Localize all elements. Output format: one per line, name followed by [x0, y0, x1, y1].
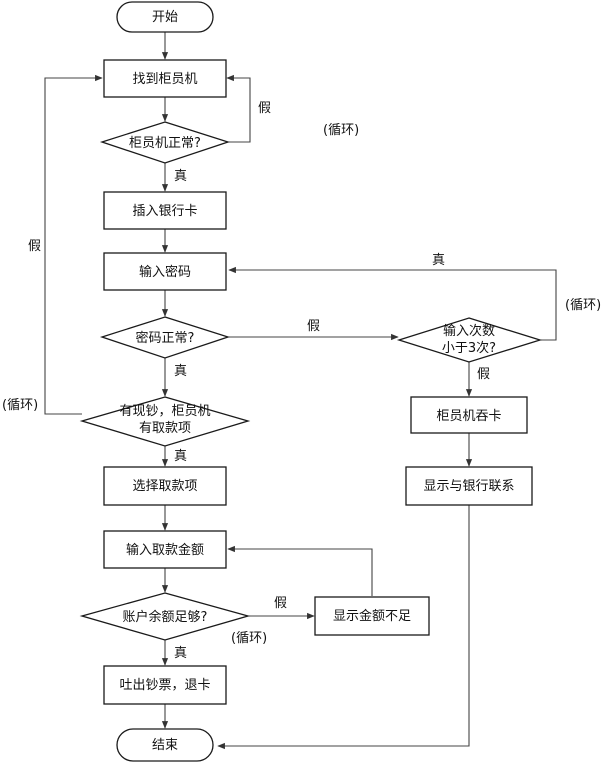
atm-ok-false-label: 假	[258, 101, 271, 116]
balance-true-label: 真	[174, 646, 187, 661]
show-contact-bank-label: 显示与银行联系	[423, 479, 514, 494]
show-contact-bank-box	[405, 466, 533, 506]
show-insufficient-label: 显示金额不足	[333, 608, 411, 624]
insert-card-box	[103, 191, 227, 230]
end-label: 结束	[152, 738, 178, 753]
enter-amount-box	[103, 530, 227, 569]
cash-label-line2: 有取款项	[139, 421, 191, 436]
balance-ok-decision	[79, 592, 251, 641]
tries-decision	[396, 317, 543, 363]
balance-ok-label: 账户余额足够?	[123, 609, 208, 625]
enter-password-label: 输入密码	[139, 264, 191, 280]
loop-label-bottom: (循环)	[231, 631, 267, 646]
edge-atmok-false-loop	[226, 74, 251, 143]
choose-withdraw-label: 选择取款项	[132, 479, 197, 494]
tries-label-line2: 小于3次?	[442, 340, 496, 356]
enter-password-box	[103, 252, 227, 291]
start-label: 开始	[152, 10, 178, 25]
atm-keeps-card-label: 柜员机吞卡	[436, 409, 501, 424]
cash-false-label: 假	[28, 239, 41, 254]
tries-false-label: 假	[477, 367, 490, 382]
enter-amount-label: 输入取款金额	[126, 542, 204, 558]
atm-ok-decision	[99, 121, 231, 164]
tries-label-line1: 输入次数	[443, 323, 495, 339]
dispense-box	[103, 665, 227, 705]
cash-label-line1: 有现钞，柜员机	[119, 404, 210, 419]
atm-keeps-card-box	[410, 396, 528, 434]
tries-true-label: 真	[432, 253, 445, 268]
atm-ok-true-label: 真	[174, 169, 187, 184]
end-terminal	[116, 728, 214, 762]
edge-contact-end	[217, 505, 470, 750]
find-atm-label: 找到柜员机	[132, 72, 197, 87]
atm-ok-label: 柜员机正常?	[129, 136, 201, 151]
start-terminal	[116, 1, 214, 33]
insert-card-label: 插入银行卡	[132, 204, 197, 219]
loop-label-right: (循环)	[565, 298, 601, 313]
choose-withdraw-box	[103, 466, 227, 506]
cash-true-label: 真	[174, 449, 187, 464]
password-ok-decision	[99, 316, 231, 359]
password-ok-label: 密码正常?	[136, 330, 195, 346]
cash-available-decision	[79, 396, 251, 447]
edge-insufficient-loop	[227, 545, 373, 596]
find-atm-box	[103, 59, 227, 98]
edge-tries-true-loop	[228, 266, 557, 341]
password-false-label: 假	[307, 319, 320, 334]
password-true-label: 真	[174, 364, 187, 379]
show-insufficient-box	[314, 596, 430, 636]
edge-cash-false-loop	[44, 74, 103, 415]
dispense-label: 吐出钞票，退卡	[119, 678, 210, 693]
loop-label-top: (循环)	[323, 123, 359, 138]
loop-label-left: (循环)	[2, 398, 38, 413]
balance-false-label: 假	[274, 596, 287, 611]
